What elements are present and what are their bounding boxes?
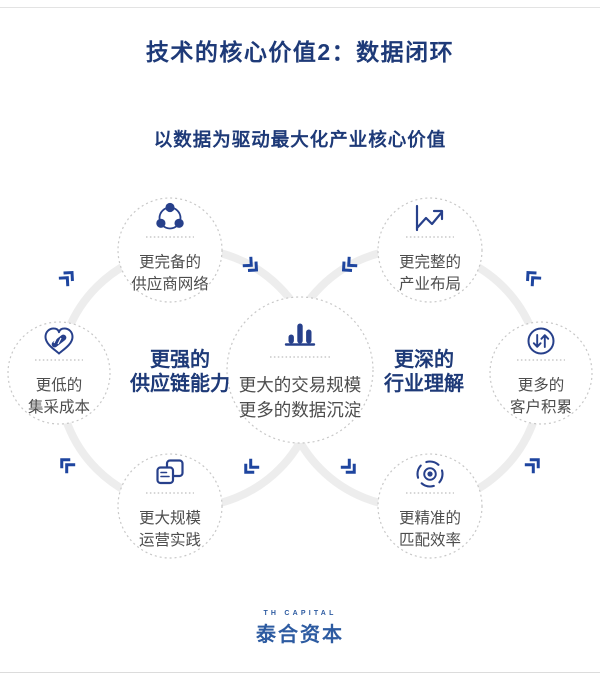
page-title: 技术的核心价值2：数据闭环	[145, 39, 455, 65]
bottom-divider-line	[0, 672, 600, 673]
left-loop-label-line1: 更强的	[150, 347, 210, 371]
node-procurement-cost: 更低的 集采成本	[7, 321, 111, 425]
node-label-line1: 更完备的	[139, 253, 201, 271]
page-subtitle: 以数据为驱动最大化产业核心价值	[153, 129, 447, 150]
node-circle	[377, 453, 483, 559]
node-circle	[489, 321, 593, 425]
node-circle	[117, 197, 223, 303]
node-circle	[117, 453, 223, 559]
logo-english-text: TH CAPITAL	[263, 610, 337, 617]
data-loop-diagram: 更完备的 供应商网络 更完整的 产业布局 更低的 集采成	[7, 197, 593, 559]
right-loop-label-line1: 更深的	[394, 347, 454, 371]
node-circle	[226, 296, 374, 444]
node-label-line2: 产业布局	[399, 275, 461, 293]
node-label-line1: 更多的	[518, 376, 565, 394]
top-divider-line	[0, 7, 600, 8]
node-label-line1: 更低的	[36, 376, 83, 394]
bar-chart-icon	[284, 323, 316, 346]
chevron-arrow-down-right-icon	[242, 256, 259, 272]
node-label-line2: 供应商网络	[131, 274, 209, 293]
node-transaction-data: 更大的交易规模 更多的数据沉淀	[226, 296, 374, 444]
node-label-line1: 更精准的	[399, 509, 461, 527]
logo-chinese-text: 泰合资本	[256, 624, 344, 646]
node-circle	[7, 321, 111, 425]
node-label-line2: 匹配效率	[399, 531, 461, 549]
node-label-line1: 更大的交易规模	[239, 375, 362, 395]
company-logo: TH CAPITAL 泰合资本	[0, 610, 600, 647]
node-customer-accumulation: 更多的 客户积累	[489, 321, 593, 425]
node-industry-layout: 更完整的 产业布局	[377, 197, 483, 303]
handshake-heart-icon	[44, 327, 74, 355]
left-loop-label-line2: 供应链能力	[129, 371, 230, 395]
node-circle	[377, 197, 483, 303]
node-label-line2: 集采成本	[28, 398, 90, 416]
chevron-arrow-down-left-icon	[341, 256, 358, 272]
target-icon	[416, 460, 444, 488]
node-operation-practice: 更大规模 运营实践	[117, 453, 223, 559]
right-loop-label-line2: 行业理解	[383, 371, 464, 395]
arrows-up-down-icon	[527, 327, 555, 355]
chevron-arrow-up-right-icon	[58, 270, 74, 287]
chevron-arrow-up-left-icon	[60, 458, 76, 474]
network-icon	[156, 202, 184, 230]
node-supplier-network: 更完备的 供应商网络	[117, 197, 223, 303]
node-label-line1: 更大规模	[139, 509, 201, 527]
node-label-line1: 更完整的	[399, 253, 461, 271]
chevron-arrow-up-left-icon	[526, 270, 542, 287]
node-label-line2: 更多的数据沉淀	[239, 400, 362, 420]
chevron-arrow-up-right-icon	[524, 458, 540, 474]
chevron-arrow-down-right-icon	[340, 458, 356, 474]
documents-icon	[156, 459, 184, 485]
chevron-arrow-down-left-icon	[244, 458, 260, 474]
node-matching-efficiency: 更精准的 匹配效率	[377, 453, 483, 559]
trend-chart-icon	[415, 204, 444, 232]
node-label-line2: 运营实践	[139, 531, 201, 549]
node-label-line2: 客户积累	[510, 398, 572, 416]
